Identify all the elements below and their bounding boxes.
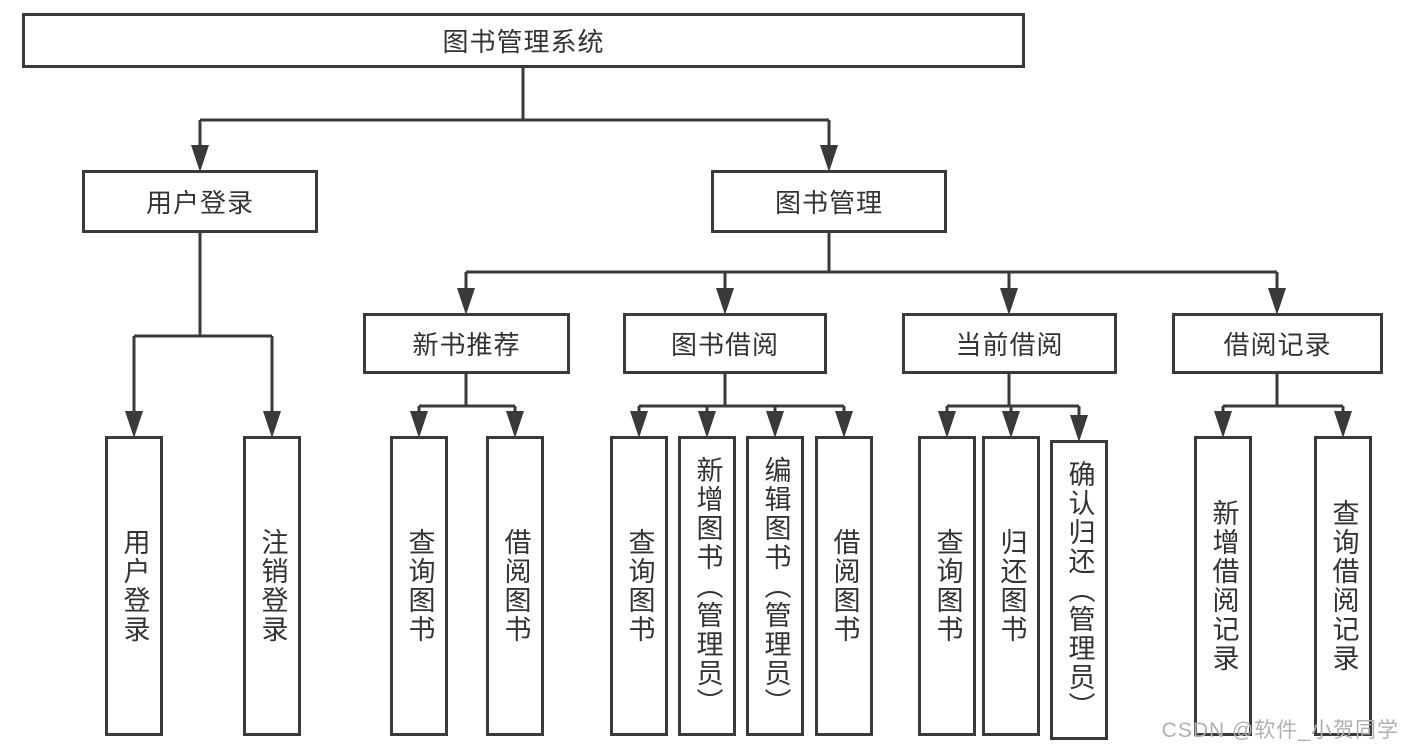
arrow-down-icon — [766, 411, 784, 438]
node-label: 用户登录 — [119, 528, 150, 644]
node-leaf-query-books-3: 查询图书 — [918, 436, 976, 736]
node-label: 新书推荐 — [412, 330, 521, 360]
connector-root-to-level2 — [191, 68, 838, 172]
node-leaf-user-login: 用户登录 — [105, 436, 163, 736]
arrow-down-icon — [1070, 415, 1088, 442]
arrow-down-icon — [1002, 411, 1020, 438]
node-leaf-query-books-1: 查询图书 — [390, 436, 448, 736]
arrow-down-icon — [938, 411, 956, 438]
node-label: 查询图书 — [624, 528, 655, 644]
node-borrowing-records: 借阅记录 — [1172, 313, 1383, 374]
node-label: 图书管理系统 — [442, 27, 605, 57]
node-label: 注销登录 — [257, 528, 288, 644]
node-label: 编辑图书（管理员） — [760, 455, 791, 717]
arrow-down-icon — [263, 411, 281, 438]
arrow-down-icon — [410, 411, 428, 438]
connector-book-borrow-children — [630, 374, 853, 438]
arrow-down-icon — [1334, 411, 1352, 438]
node-book-management: 图书管理 — [711, 170, 947, 233]
node-label: 查询图书 — [932, 528, 963, 644]
arrow-down-icon — [716, 288, 734, 315]
arrow-down-icon — [698, 411, 716, 438]
node-label: 归还图书 — [996, 528, 1027, 644]
node-label: 图书借阅 — [670, 330, 779, 360]
connector-book-mgmt-to-level3 — [457, 233, 1286, 315]
node-leaf-query-books-2: 查询图书 — [610, 436, 668, 736]
node-leaf-logout: 注销登录 — [243, 436, 301, 736]
node-leaf-borrow-books-2: 借阅图书 — [815, 436, 873, 736]
node-label: 当前借阅 — [955, 330, 1064, 360]
node-label: 确认归还（管理员） — [1064, 459, 1095, 721]
node-label: 借阅图书 — [500, 528, 531, 644]
arrow-down-icon — [835, 411, 853, 438]
arrow-down-icon — [1000, 288, 1018, 315]
node-user-login: 用户登录 — [82, 170, 318, 233]
connector-borrow-record-children — [1214, 374, 1352, 438]
arrow-down-icon — [457, 288, 475, 315]
node-leaf-add-borrow-record: 新增借阅记录 — [1194, 436, 1252, 736]
arrow-down-icon — [1214, 411, 1232, 438]
node-label: 借阅记录 — [1223, 330, 1332, 360]
node-leaf-confirm-return-admin: 确认归还（管理员） — [1050, 440, 1108, 740]
node-leaf-return-books: 归还图书 — [982, 436, 1040, 736]
node-label: 借阅图书 — [829, 528, 860, 644]
arrow-down-icon — [125, 411, 143, 438]
node-label: 查询借阅记录 — [1328, 499, 1359, 673]
node-leaf-borrow-books-1: 借阅图书 — [486, 436, 544, 736]
node-current-borrowing: 当前借阅 — [902, 313, 1117, 374]
connector-current-borrow-children — [938, 374, 1088, 442]
node-leaf-query-borrow-record: 查询借阅记录 — [1314, 436, 1372, 736]
connector-user-login-children — [125, 233, 281, 438]
node-new-book-recommend: 新书推荐 — [363, 313, 570, 374]
node-library-management-system: 图书管理系统 — [22, 13, 1025, 68]
arrow-down-icon — [1268, 288, 1286, 315]
connector-new-book-children — [410, 374, 524, 438]
node-label: 查询图书 — [404, 528, 435, 644]
node-leaf-edit-book-admin: 编辑图书（管理员） — [746, 436, 804, 736]
arrow-down-icon — [191, 145, 209, 172]
csdn-watermark: CSDN @软件_小贺同学 — [1161, 719, 1399, 742]
node-leaf-add-book-admin: 新增图书（管理员） — [678, 436, 736, 736]
arrow-down-icon — [630, 411, 648, 438]
node-label: 用户登录 — [145, 188, 254, 218]
node-label: 新增图书（管理员） — [692, 455, 723, 717]
arrow-down-icon — [506, 411, 524, 438]
arrow-down-icon — [820, 145, 838, 172]
node-label: 新增借阅记录 — [1208, 499, 1239, 673]
node-book-borrowing: 图书借阅 — [623, 313, 827, 374]
node-label: 图书管理 — [774, 188, 883, 218]
